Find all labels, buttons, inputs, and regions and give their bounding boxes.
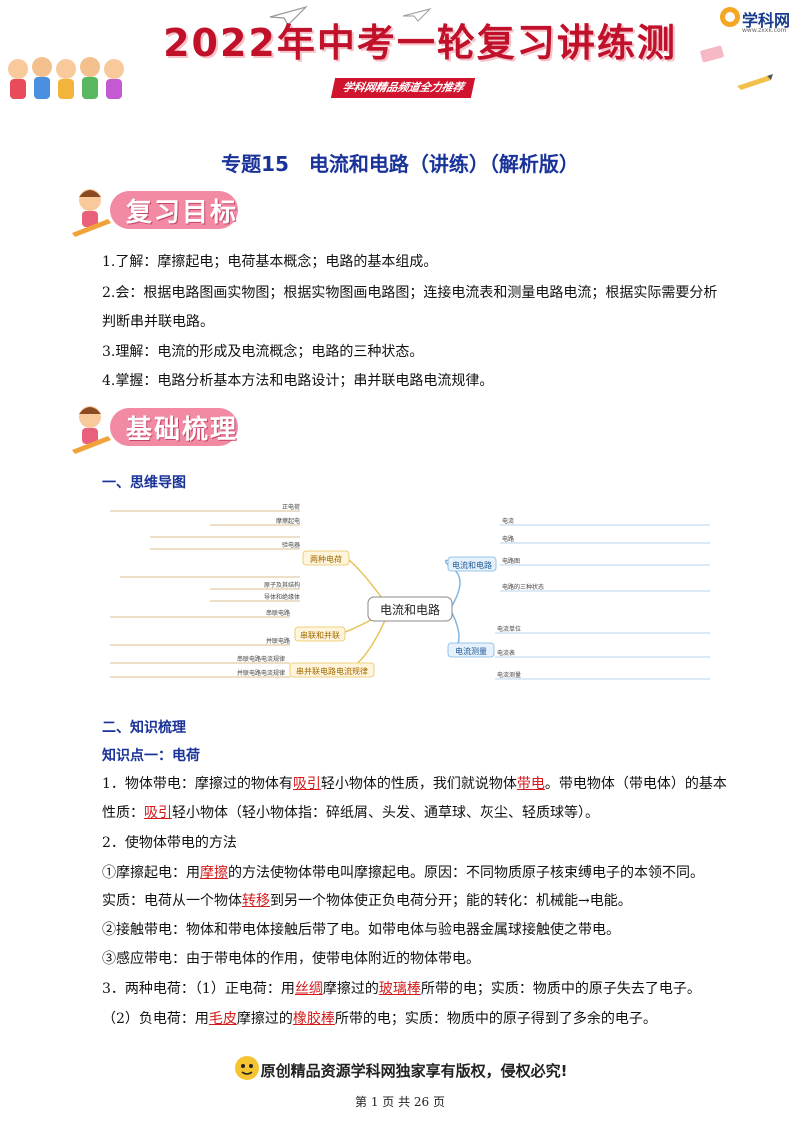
highlight: 毛皮 — [208, 1011, 237, 1027]
mindmap-branch-current-circuit: 电流和电路 — [452, 560, 492, 570]
logo-url: www.zxxk.com — [742, 27, 787, 34]
text: 。带电物体（带电体）的基本 — [544, 776, 727, 792]
mascot-icon — [235, 1056, 259, 1080]
heading-knowledge: 二、知识梳理 — [102, 720, 186, 736]
text: ①摩擦起电：用 — [102, 865, 200, 881]
mindmap-leaf: 电流 — [502, 517, 514, 525]
document-title: 专题15 电流和电路（讲练）（解析版） — [221, 152, 579, 176]
mindmap-leaf: 验电器 — [282, 541, 300, 549]
text: 轻小物体的性质，我们就说物体 — [320, 776, 517, 792]
logo-text: 学科网 — [742, 11, 791, 30]
paper-plane-icon — [402, 8, 432, 22]
mindmap-branch-series-parallel: 串联和并联 — [300, 630, 340, 640]
eraser-icon — [700, 45, 724, 63]
section-tag-review: 复习目标 — [68, 183, 238, 237]
tag-pill — [110, 191, 238, 229]
mindmap-branch-charges: 两种电荷 — [310, 554, 342, 564]
kp1-line-3: 2．使物体带电的方法 — [102, 835, 237, 851]
children-illustration — [8, 57, 124, 99]
mindmap-leaf: 电流单位 — [497, 625, 521, 633]
mindmap-leaf: 摩擦起电 — [276, 517, 300, 525]
girl-pencil-icon — [72, 189, 111, 237]
highlight: 摩擦 — [200, 865, 228, 881]
tag-pill — [110, 408, 238, 446]
header-banner: 2022年中考一轮复习讲练测 学科网精品频道全力推荐 学科网 www.zxxk.… — [0, 0, 800, 108]
kp1-line-5: 实质：电荷从一个物体转移到另一个物体使正负电荷分开；能的转化：机械能→电能。 — [102, 891, 632, 911]
copyright-notice: 原创精品资源学科网独家享有版权，侵权必究! — [260, 1062, 568, 1080]
mindmap-leaf: 电流测量 — [497, 671, 521, 679]
review-item-2-cont: 判断串并联电路。 — [102, 314, 214, 330]
banner-subtitle: 学科网精品频道全力推荐 — [330, 78, 476, 98]
pencil-icon — [737, 74, 773, 90]
highlight: 带电 — [516, 776, 545, 792]
section-tag-basic: 基础梳理 — [68, 400, 238, 454]
highlight: 橡胶棒 — [292, 1011, 335, 1027]
mindmap-center-text: 电流和电路 — [380, 602, 440, 617]
mindmap-leaf: 电流表 — [497, 649, 515, 657]
paper-plane-icon — [269, 5, 308, 26]
text: 摩擦过的 — [322, 981, 379, 997]
kp1-line-8: 3．两种电荷：（1）正电荷：用丝绸摩擦过的玻璃棒所带的电；实质：物质中的原子失去… — [102, 979, 701, 999]
highlight: 玻璃棒 — [378, 981, 421, 997]
kp1-line-2: 性质：吸引轻小物体（轻小物体指：碎纸屑、头发、通草球、灰尘、轻质球等）。 — [102, 803, 599, 823]
kp1-line-4: ①摩擦起电：用摩擦的方法使物体带电叫摩擦起电。原因：不同物质原子核束缚电子的本领… — [102, 863, 704, 883]
kp1-line-6: ②接触带电：物体和带电体接触后带了电。如带电体与验电器金属球接触使之带电。 — [102, 922, 620, 938]
text: 轻小物体（轻小物体指：碎纸屑、头发、通草球、灰尘、轻质球等）。 — [172, 805, 599, 821]
highlight: 吸引 — [144, 805, 172, 821]
tag-text: 基础梳理 — [126, 415, 239, 445]
mindmap-leaf: 原子及其结构 — [264, 581, 300, 589]
highlight: 转移 — [242, 893, 270, 909]
mindmap-branch-measure: 电流测量 — [455, 646, 487, 656]
mindmap-center-node — [367, 596, 453, 622]
review-item-4: 4.掌握：电路分析基本方法和电路设计；串并联电路电流规律。 — [102, 373, 494, 389]
banner-title: 2022年中考一轮复习讲练测 — [163, 21, 677, 65]
kp1-line-1: 1．物体带电：摩擦过的物体有吸引轻小物体的性质，我们就说物体带电。带电物体（带电… — [102, 774, 727, 794]
kp1-line-7: ③感应带电：由于带电体的作用，使带电体附近的物体带电。 — [102, 951, 480, 967]
page-number: 第 1 页 共 26 页 — [355, 1095, 445, 1109]
heading-kp1: 知识点一：电荷 — [102, 748, 200, 764]
text: 所带的电；实质：物质中的原子失去了电子。 — [420, 981, 701, 997]
mindmap-leaf: 串联电路电流规律 — [237, 655, 285, 663]
text: 的方法使物体带电叫摩擦起电。原因：不同物质原子核束缚电子的本领不同。 — [228, 865, 704, 881]
mindmap-leaf: 并联电路电流规律 — [237, 669, 285, 677]
highlight: 吸引 — [292, 776, 321, 792]
logo-icon — [720, 7, 740, 27]
mind-map: 电流和电路 两种电荷 串联和并联 串并联电路电流规律 电流和电路 电流测量 正电… — [110, 503, 710, 680]
text: 1．物体带电：摩擦过的物体有 — [102, 776, 293, 792]
mindmap-leaf: 正电荷 — [282, 503, 300, 511]
review-item-3: 3.理解：电流的形成及电流概念；电路的三种状态。 — [102, 344, 424, 360]
mindmap-leaf: 并联电路 — [266, 637, 290, 645]
heading-mindmap: 一、思维导图 — [102, 475, 186, 491]
mindmap-leaf: 电路的三种状态 — [502, 583, 544, 591]
text: （2）负电荷：用 — [102, 1011, 209, 1027]
text: 性质： — [102, 805, 144, 821]
mindmap-leaf: 电路图 — [502, 557, 520, 565]
highlight: 丝绸 — [294, 981, 323, 997]
text: 到另一个物体使正负电荷分开；能的转化：机械能→电能。 — [270, 893, 632, 909]
text: 实质：电荷从一个物体 — [102, 893, 242, 909]
mindmap-leaf: 导体和绝缘体 — [264, 593, 300, 601]
tag-text: 复习目标 — [126, 198, 239, 228]
mindmap-leaf: 电路 — [502, 535, 514, 543]
text: 摩擦过的 — [236, 1011, 293, 1027]
review-item-2: 2.会：根据电路图画实物图；根据实物图画电路图；连接电流表和测量电路电流；根据实… — [102, 285, 718, 301]
kp1-line-9: （2）负电荷：用毛皮摩擦过的橡胶棒所带的电；实质：物质中的原子得到了多余的电子。 — [102, 1009, 657, 1029]
review-item-1: 1.了解：摩擦起电；电荷基本概念；电路的基本组成。 — [102, 254, 438, 270]
mindmap-leaf: 串联电路 — [266, 609, 290, 617]
girl-pencil-icon — [72, 406, 111, 454]
text: 所带的电；实质：物质中的原子得到了多余的电子。 — [334, 1011, 657, 1027]
text: 3．两种电荷：（1）正电荷：用 — [102, 981, 295, 997]
mindmap-branch-current-law: 串并联电路电流规律 — [296, 666, 368, 676]
